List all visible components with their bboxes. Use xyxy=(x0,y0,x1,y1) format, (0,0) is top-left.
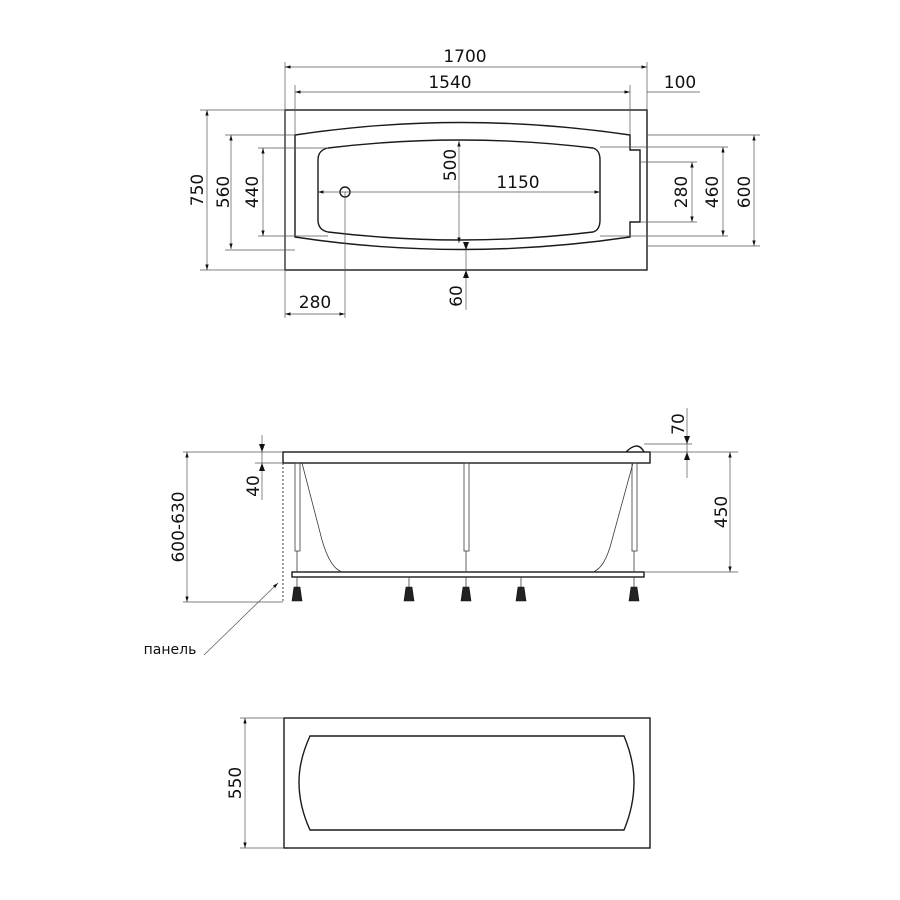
dim-tub-height: 450 xyxy=(712,496,732,528)
tub-left-wall xyxy=(301,462,343,573)
tub-rim-outline xyxy=(294,121,641,251)
panel-leader xyxy=(203,582,279,656)
adjustable-feet xyxy=(291,577,640,602)
tub-right-wall xyxy=(592,462,634,573)
tub-rim xyxy=(282,451,651,464)
dim-right-inner: 460 xyxy=(703,176,723,208)
dim-headrest-height: 70 xyxy=(669,413,689,435)
frame-bar xyxy=(291,571,645,578)
dim-overall-width: 750 xyxy=(188,174,208,206)
top-view: 1700 1540 100 750 560 440 500 1150 280 4… xyxy=(188,47,760,318)
dim-end-offset: 100 xyxy=(664,73,696,93)
dim-overall-length: 1700 xyxy=(443,47,486,67)
dim-rim-margin: 60 xyxy=(447,285,467,307)
dim-panel-height: 550 xyxy=(226,767,246,799)
dim-rim-thickness: 40 xyxy=(244,475,264,497)
front-panel-view: 550 xyxy=(226,717,651,849)
dim-basin-width: 500 xyxy=(441,149,461,181)
side-view: 600-630 40 70 450 панель xyxy=(144,408,738,658)
dim-inner-length: 1540 xyxy=(428,73,471,93)
panel-inner-recess xyxy=(298,735,635,831)
headrest xyxy=(625,445,645,453)
support-legs xyxy=(294,462,638,572)
dim-drain-offset: 280 xyxy=(299,293,331,313)
dim-rim-width: 560 xyxy=(214,176,234,208)
dim-right-step: 280 xyxy=(672,176,692,208)
panel-label: панель xyxy=(144,642,197,658)
panel-outer xyxy=(283,717,651,849)
tub-basin-outline xyxy=(317,139,601,241)
dim-right-outer: 600 xyxy=(735,176,755,208)
dim-total-height: 600-630 xyxy=(169,491,189,562)
dim-basin-length: 1150 xyxy=(496,173,539,193)
dim-bottom-width: 440 xyxy=(243,176,263,208)
